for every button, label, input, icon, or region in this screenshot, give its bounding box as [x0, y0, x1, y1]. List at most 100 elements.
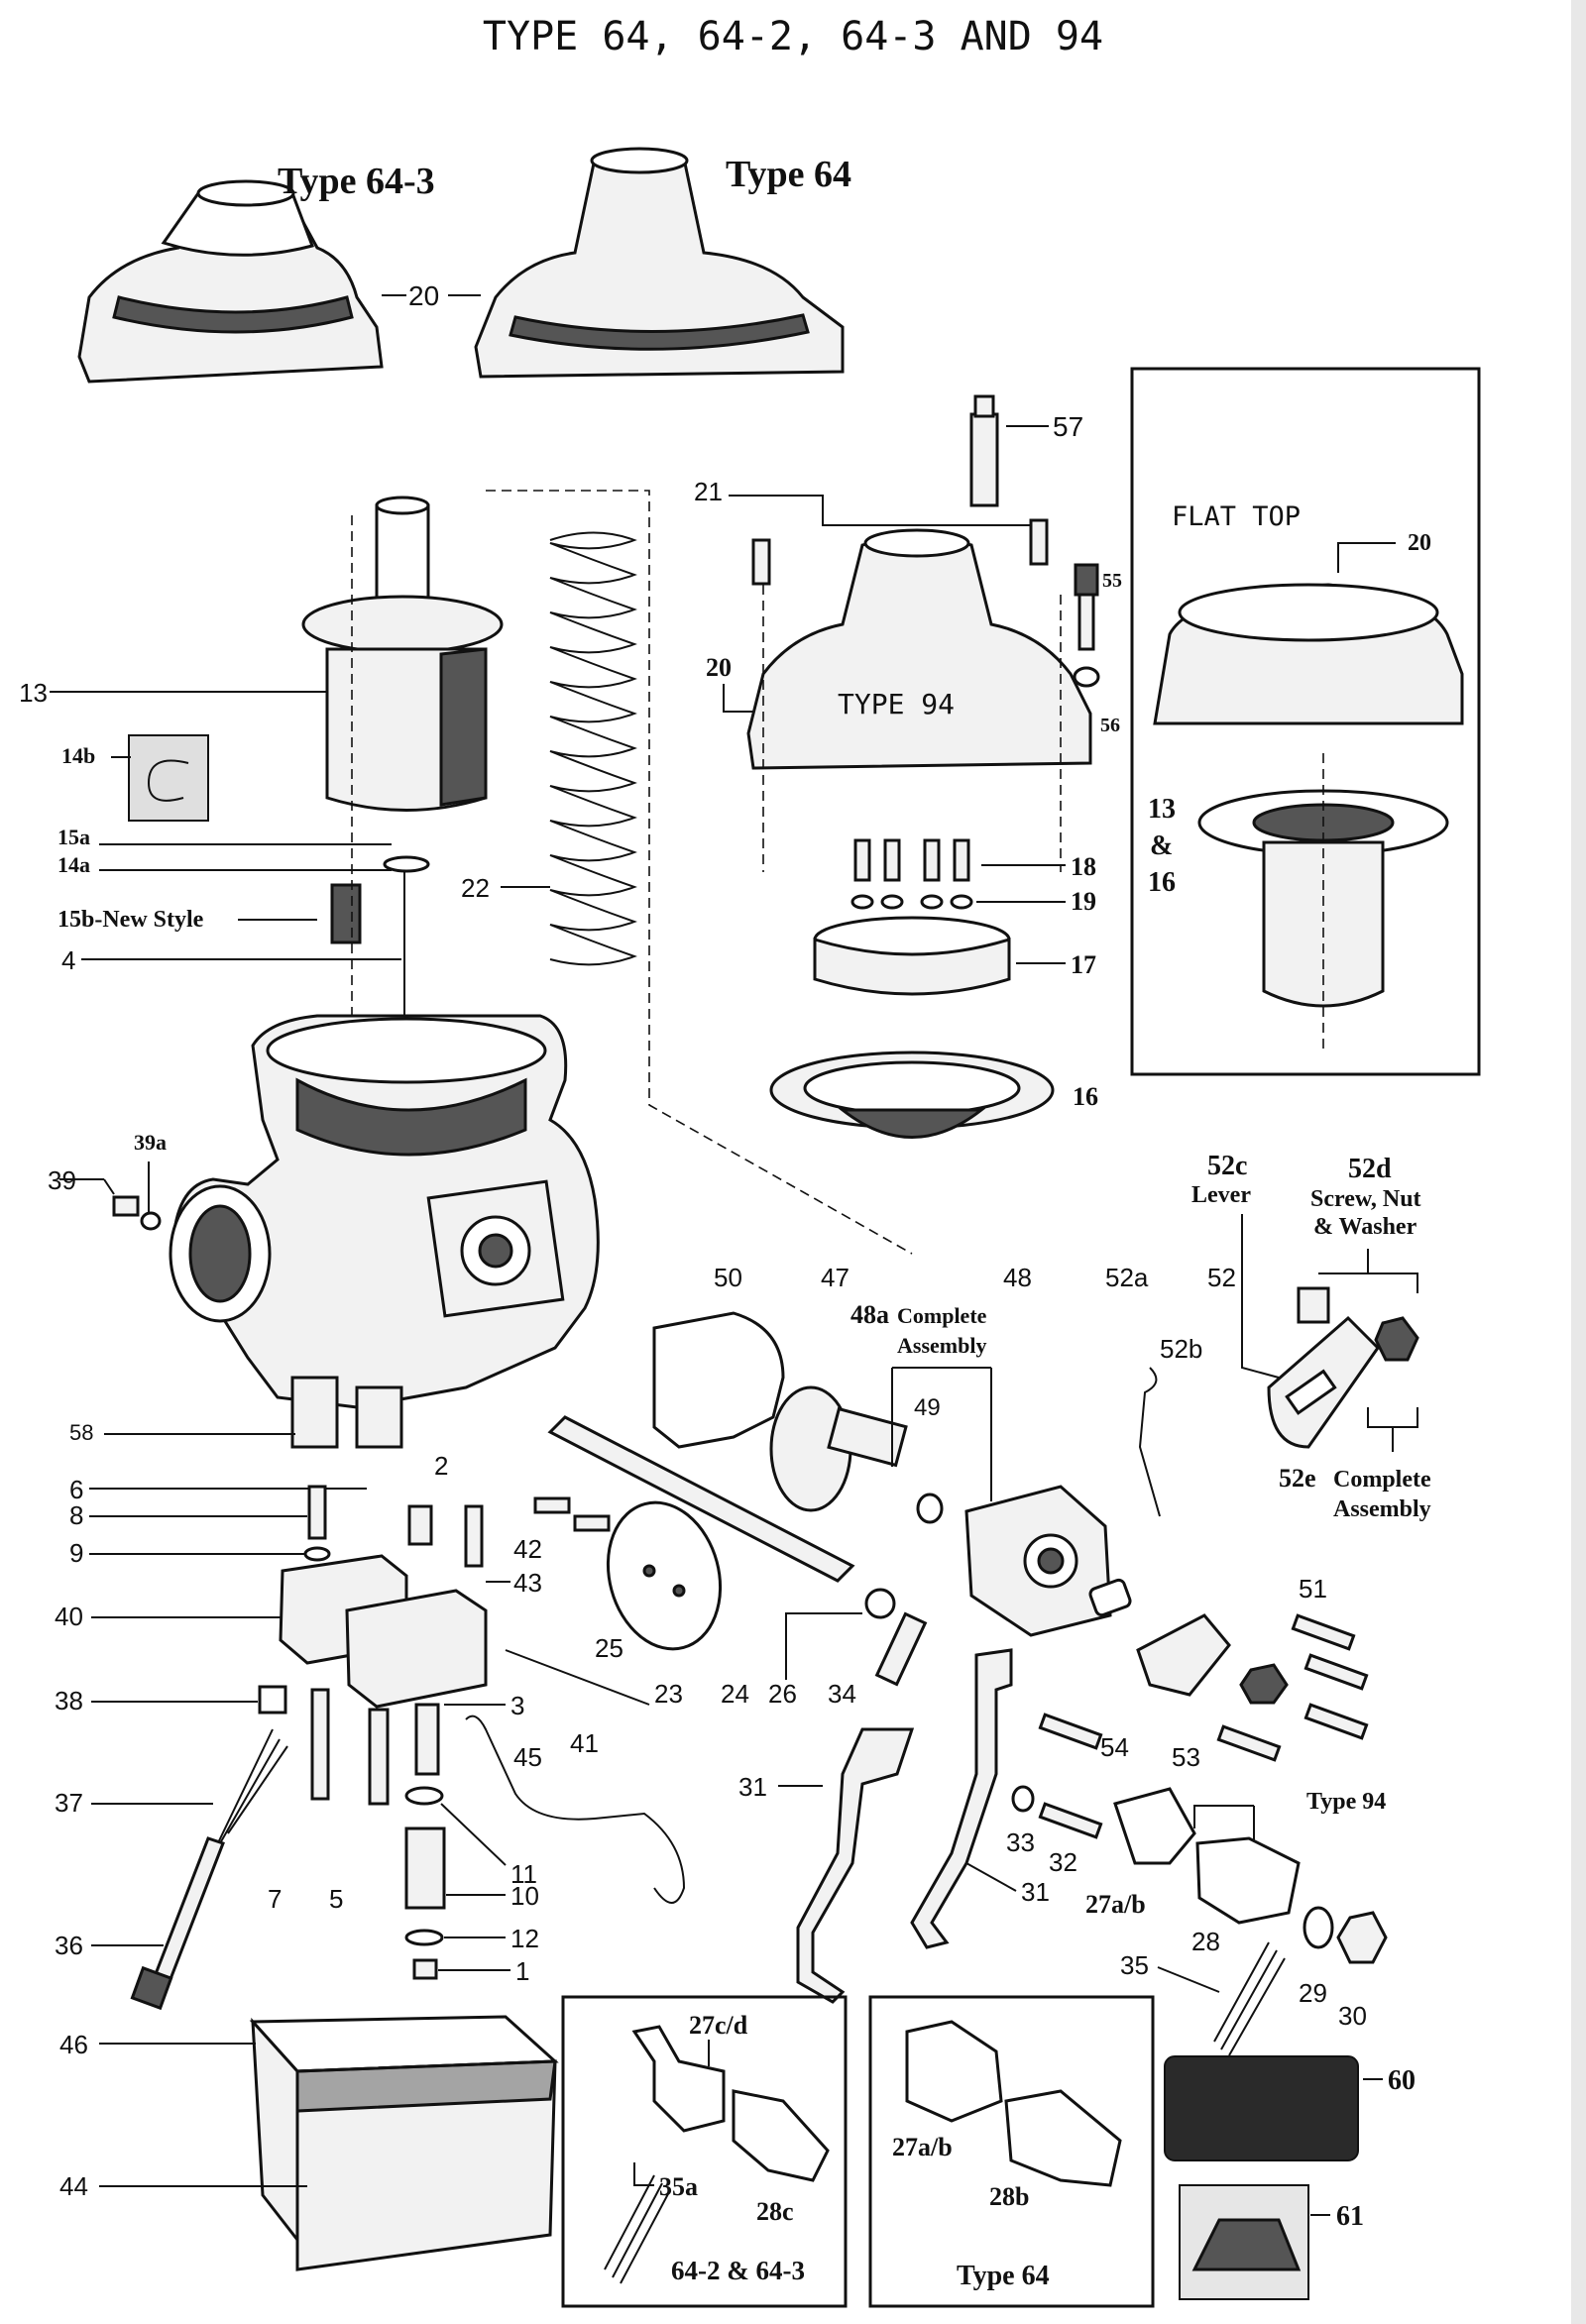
- part-13-piston: [301, 496, 504, 812]
- callout-38: 38: [55, 1686, 83, 1715]
- callout-50: 50: [714, 1263, 742, 1292]
- callout-34: 34: [828, 1679, 856, 1709]
- callout-35: 35: [1120, 1950, 1149, 1980]
- callout-44: 44: [59, 2171, 88, 2201]
- part-25-screws: [533, 1496, 571, 1514]
- caption-52d-num: 52d: [1348, 1154, 1392, 1184]
- part-19-washers: [850, 894, 973, 910]
- callout-31-left: 31: [738, 1772, 767, 1802]
- leader-20-flat: [1337, 542, 1396, 573]
- part-48-cover: [964, 1485, 1112, 1637]
- part-42-pin: [464, 1504, 484, 1568]
- part-53-nut: [1239, 1663, 1289, 1705]
- part-47-enrichener-disc: [769, 1385, 908, 1512]
- part-49-o-ring: [916, 1493, 944, 1524]
- callout-27cd: 27c/d: [689, 2011, 748, 2040]
- part-37-spring: [212, 1728, 288, 1854]
- flat-top-inset-box: [1130, 367, 1481, 1076]
- callout-21: 21: [694, 477, 723, 506]
- part-35-spring: [1213, 1941, 1286, 2056]
- caption-52e-num: 52e: [1279, 1464, 1316, 1493]
- part-22-spring: [549, 531, 637, 966]
- callout-3: 3: [510, 1691, 524, 1720]
- part-24-throttle-shaft: [547, 1415, 855, 1583]
- inset-64-2-64-3: [561, 1995, 848, 2308]
- part-28c-lever: [732, 2089, 830, 2182]
- part-60-photo: [1164, 2055, 1359, 2161]
- part-28-lever: [1195, 1836, 1301, 1925]
- callout-14a: 14a: [57, 852, 90, 877]
- callout-37: 37: [55, 1788, 83, 1818]
- caption-flat-top: FLAT TOP: [1172, 501, 1301, 532]
- part-55-needle-valve: [1074, 563, 1099, 651]
- callout-61: 61: [1336, 2201, 1364, 2232]
- callout-28b: 28b: [989, 2182, 1029, 2211]
- part-15b-photo: [330, 883, 362, 944]
- part-29-washer: [1303, 1906, 1334, 1949]
- part-41-rod: [505, 1649, 650, 1706]
- caption-48a-num: 48a: [850, 1300, 889, 1329]
- callout-4: 4: [61, 945, 75, 975]
- callout-39a: 39a: [134, 1130, 167, 1155]
- callout-29: 29: [1299, 1978, 1327, 2008]
- callout-36: 36: [55, 1931, 83, 1960]
- part-35a-spring: [604, 2174, 671, 2284]
- part-16-diaphragm: [769, 1051, 1055, 1139]
- callout-8: 8: [69, 1500, 83, 1530]
- screw-21-left: [751, 538, 771, 586]
- caption-and: &: [1150, 830, 1173, 861]
- part-39-screw: [112, 1195, 140, 1217]
- callout-60: 60: [1388, 2065, 1416, 2096]
- callout-7: 7: [268, 1884, 282, 1914]
- callout-11: 11: [510, 1859, 537, 1889]
- part-12-washer: [404, 1929, 444, 1946]
- caption-52c-num: 52c: [1207, 1151, 1247, 1181]
- part-52c-lever: [1267, 1315, 1380, 1449]
- callout-27ab: 27a/b: [1085, 1890, 1146, 1919]
- callout-16: 16: [1073, 1082, 1098, 1111]
- callout-1: 1: [515, 1956, 529, 1986]
- part-7-jet: [310, 1688, 330, 1801]
- caption-52e-line2: Assembly: [1333, 1496, 1431, 1522]
- part-31-lever-right: [910, 1648, 1013, 1949]
- caption-52e-line1: Complete: [1333, 1467, 1431, 1493]
- caption-inset-64-2-64-3: 64-2 & 64-3: [671, 2256, 805, 2285]
- callout-27ab-inset: 27a/b: [892, 2133, 953, 2161]
- part-32-screw: [1038, 1802, 1103, 1839]
- caption-48a-line1: Complete: [897, 1303, 987, 1328]
- callout-56: 56: [1100, 715, 1120, 736]
- callout-15a: 15a: [57, 825, 90, 849]
- callout-20-94: 20: [706, 653, 732, 682]
- part-14a-ring: [383, 855, 430, 873]
- caption-52d-line1: Screw, Nut: [1310, 1186, 1421, 1212]
- caption-type-64: Type 64: [726, 154, 851, 195]
- callout-6: 6: [69, 1475, 83, 1504]
- part-27ab-lever: [1113, 1787, 1196, 1865]
- carburetor-main-body: [169, 1014, 600, 1449]
- part-33-washer: [1011, 1785, 1035, 1813]
- part-14b-clip-photo: [128, 734, 209, 822]
- callout-47: 47: [821, 1263, 850, 1292]
- part-51-screws: [1291, 1613, 1356, 1651]
- callout-39: 39: [48, 1165, 76, 1195]
- callout-46: 46: [59, 2030, 88, 2059]
- part-2-jet: [407, 1504, 433, 1546]
- callout-17: 17: [1071, 950, 1096, 979]
- part-45-wire-clip: [465, 1715, 686, 1904]
- part-27cd-lever: [631, 2025, 726, 2133]
- part-52a-bushing: [1088, 1578, 1132, 1617]
- leader-21: [729, 495, 1041, 526]
- callout-25: 25: [595, 1633, 623, 1663]
- callout-10: 10: [510, 1881, 539, 1911]
- callout-55: 55: [1102, 570, 1122, 592]
- callout-30: 30: [1338, 2001, 1367, 2031]
- part-52d-screw: [1297, 1286, 1330, 1324]
- callout-57: 57: [1053, 411, 1083, 442]
- part-9-washer: [303, 1546, 331, 1562]
- part-11-o-ring: [404, 1786, 444, 1806]
- callout-9: 9: [69, 1538, 83, 1568]
- part-52-lever-plate: [1136, 1613, 1231, 1697]
- callout-23: 23: [654, 1679, 683, 1709]
- caption-15b-new-style: 15b-New Style: [57, 907, 204, 933]
